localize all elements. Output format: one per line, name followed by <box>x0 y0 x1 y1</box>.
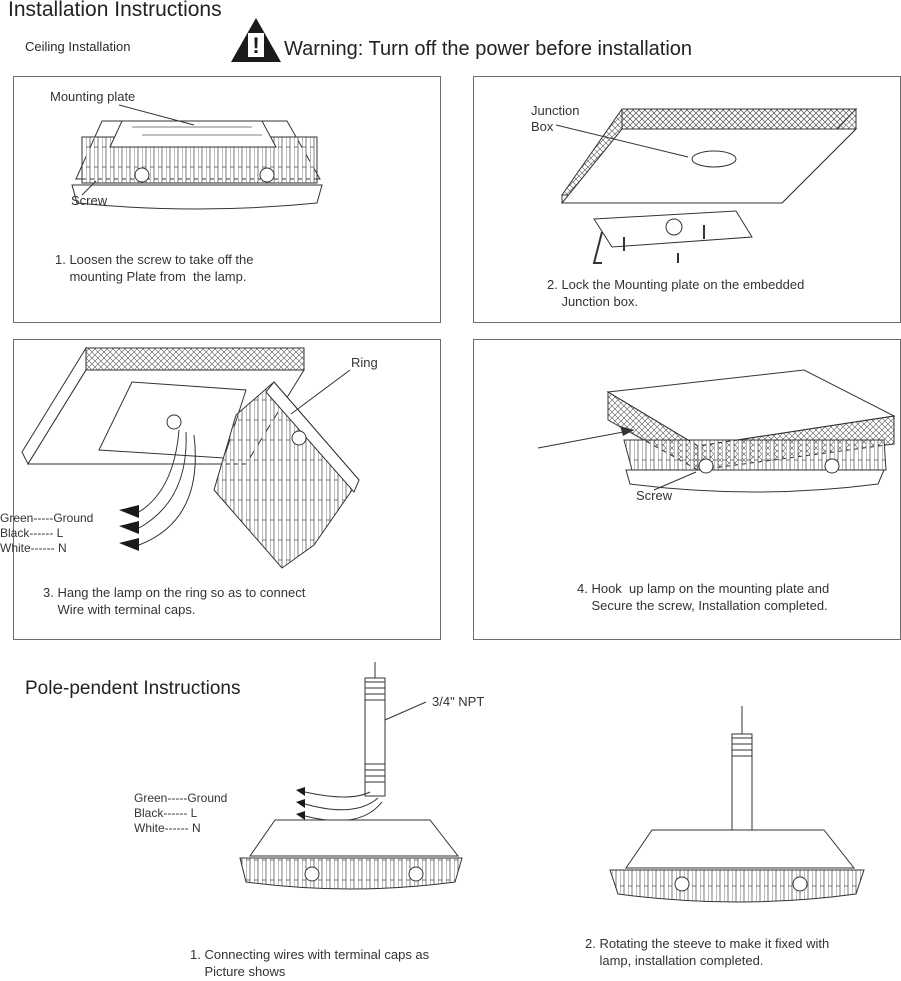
pole-step-2-text: 2. Rotating the steeve to make it fixed … <box>585 936 830 968</box>
label-mounting-plate: Mounting plate <box>50 89 136 104</box>
step-1-text: 1. Loosen the screw to take off the moun… <box>55 252 254 284</box>
step-4-text: 4. Hook up lamp on the mounting plate an… <box>577 581 830 613</box>
label-npt: 3/4" NPT <box>432 694 485 709</box>
step-3-text: 3. Hang the lamp on the ring so as to co… <box>43 585 306 617</box>
step-2-text: 2. Lock the Mounting plate on the embedd… <box>547 277 805 309</box>
panel-step-2: Junction Box 2. Lock the Mounting plate … <box>473 76 901 323</box>
panel-step-4: Screw 4. Hook up lamp on the mounting pl… <box>473 339 901 640</box>
page-title: Installation Instructions <box>8 0 222 21</box>
wire-label-n: White------ N <box>134 821 201 835</box>
section-title-pole-pendent: Pole-pendent Instructions <box>25 678 241 699</box>
leader-lines <box>81 104 195 196</box>
label-ring: Ring <box>351 355 378 370</box>
wire-label-n: White------ N <box>0 541 67 555</box>
wire-label-ground: Green-----Ground <box>0 511 94 525</box>
ring-hang-illustration <box>21 346 360 569</box>
label-screw: Screw <box>71 193 108 208</box>
lamp-illustration <box>71 120 323 210</box>
pole-fixed-illustration <box>609 706 865 903</box>
pole-step-1-text: 1. Connecting wires with terminal caps a… <box>190 947 430 979</box>
panel-step-1: Mounting plate Screw 1. Loosen the screw… <box>13 76 441 323</box>
wire-label-l: Black------ L <box>134 806 198 820</box>
panel-step-3: Ring 3. Hang the lamp on the ring so as … <box>13 339 441 640</box>
label-screw: Screw <box>636 488 673 503</box>
warning-text: Warning: Turn off the power before insta… <box>284 38 693 60</box>
pole-wiring-illustration <box>239 662 463 890</box>
wire-label-ground: Green-----Ground <box>134 791 228 805</box>
warning-mark: ! <box>252 33 259 58</box>
wire-label-l: Black------ L <box>0 526 64 540</box>
section-subtitle-ceiling: Ceiling Installation <box>25 39 131 54</box>
warning-icon: ! <box>231 18 281 62</box>
ceiling-junction-illustration <box>555 107 858 264</box>
hook-up-illustration <box>537 369 896 493</box>
label-junction-box: Junction Box <box>531 103 580 134</box>
